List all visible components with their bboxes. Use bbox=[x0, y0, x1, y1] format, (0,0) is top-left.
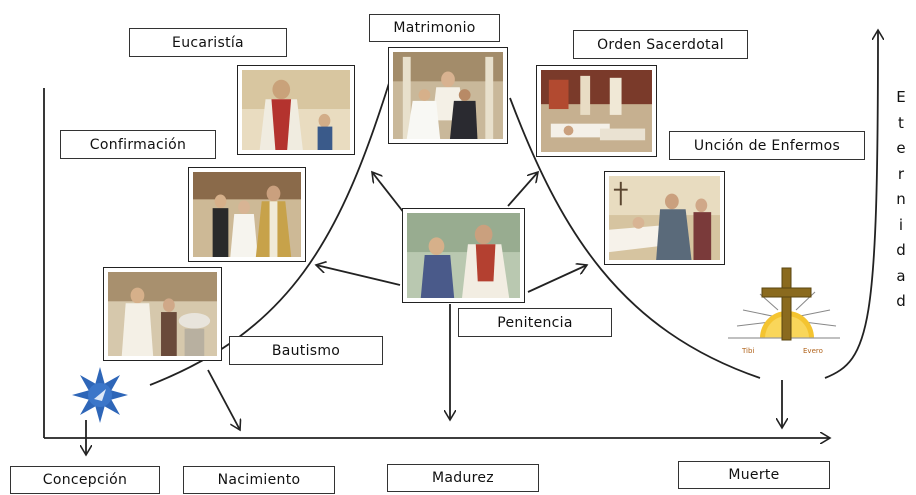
label-concepcion: Concepción bbox=[10, 466, 160, 494]
label-matrimonio: Matrimonio bbox=[369, 14, 500, 42]
bautismo-image bbox=[103, 267, 222, 361]
label-madurez: Madurez bbox=[387, 464, 539, 492]
arrow-to-confirmacion bbox=[316, 265, 401, 286]
cross-left-text: Tibi bbox=[741, 347, 754, 355]
label-uncion-enfermos: Unción de Enfermos bbox=[669, 131, 865, 160]
eternity-arrow bbox=[824, 30, 878, 379]
arrow-to-nacimiento bbox=[207, 369, 240, 430]
eternidad-vertical-text: E t e r n i d a d bbox=[896, 88, 906, 310]
confirmacion-image bbox=[188, 167, 306, 262]
cross-sun-icon: Tibi Evero bbox=[728, 267, 840, 355]
label-muerte: Muerte bbox=[678, 461, 830, 489]
label-bautismo: Bautismo bbox=[229, 336, 383, 365]
label-confirmacion: Confirmación bbox=[60, 130, 216, 159]
uncion-enfermos-image bbox=[604, 171, 725, 265]
orden-sacerdotal-image bbox=[536, 65, 657, 157]
penitencia-image bbox=[402, 208, 525, 303]
label-orden-sacerdotal: Orden Sacerdotal bbox=[573, 30, 748, 59]
arrow-to-uncion bbox=[527, 265, 587, 293]
label-penitencia: Penitencia bbox=[458, 308, 612, 337]
label-nacimiento: Nacimiento bbox=[183, 466, 335, 494]
arrow-to-orden bbox=[507, 172, 538, 207]
eucaristia-image bbox=[237, 65, 355, 155]
label-eucaristia: Eucaristía bbox=[129, 28, 287, 57]
cross-right-text: Evero bbox=[803, 347, 823, 355]
life-curve-right bbox=[509, 97, 761, 379]
sun-star-icon bbox=[72, 367, 128, 423]
matrimonio-image bbox=[388, 47, 508, 144]
